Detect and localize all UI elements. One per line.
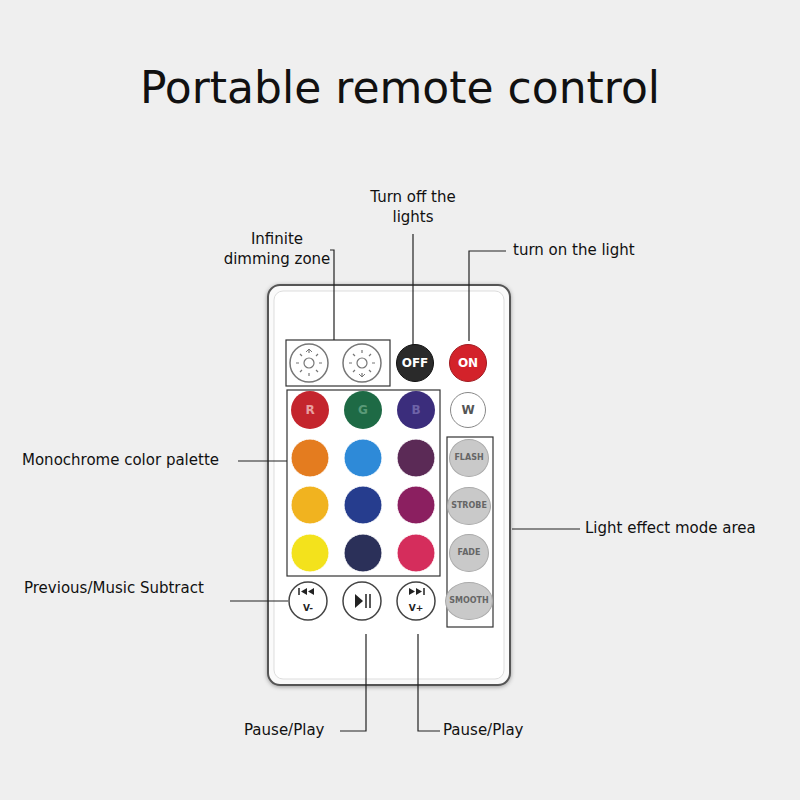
button-text: V+ [409, 604, 424, 613]
remote-button: ON [449, 344, 487, 382]
button-text: OFF [402, 357, 429, 369]
remote-button: SMOOTH [445, 582, 493, 620]
button-text: STROBE [451, 502, 487, 510]
remote-button: V- [289, 582, 327, 620]
button-text: B [411, 404, 420, 416]
color-button [291, 439, 329, 477]
remote-button: G [344, 391, 382, 429]
callout-label: Pause/Play [244, 721, 338, 741]
color-button [344, 534, 382, 572]
button-text: G [358, 404, 368, 416]
callout-label: Monochrome color palette [22, 451, 236, 471]
color-button [291, 486, 329, 524]
color-button [397, 486, 435, 524]
callout-label: Pause/Play [443, 721, 537, 741]
remote-button: FLASH [449, 439, 489, 477]
remote-button: B [397, 391, 435, 429]
color-button [344, 486, 382, 524]
color-button [397, 439, 435, 477]
callout-label: Light effect mode area [585, 519, 795, 539]
color-button [397, 534, 435, 572]
remote-button: OFF [396, 344, 434, 382]
button-text: R [305, 404, 314, 416]
callout-label: Previous/Music Subtract [24, 579, 228, 599]
remote-button: STROBE [447, 487, 491, 525]
color-button [344, 439, 382, 477]
remote-button: V+ [397, 582, 435, 620]
button-text: V- [303, 604, 313, 613]
callout-label: turn on the light [513, 241, 713, 261]
button-text: ON [458, 357, 478, 369]
remote-button: FADE [449, 534, 489, 572]
button-text: FADE [458, 549, 481, 557]
color-button [291, 534, 329, 572]
page-title: Portable remote control [0, 62, 800, 113]
remote-button: W [450, 392, 486, 428]
callout-label: Infinite dimming zone [222, 230, 332, 269]
button-text: W [461, 404, 474, 416]
remote-button: R [291, 391, 329, 429]
callout-label: Turn off the lights [358, 188, 468, 227]
button-text: SMOOTH [449, 597, 488, 605]
button-text: FLASH [454, 454, 483, 462]
